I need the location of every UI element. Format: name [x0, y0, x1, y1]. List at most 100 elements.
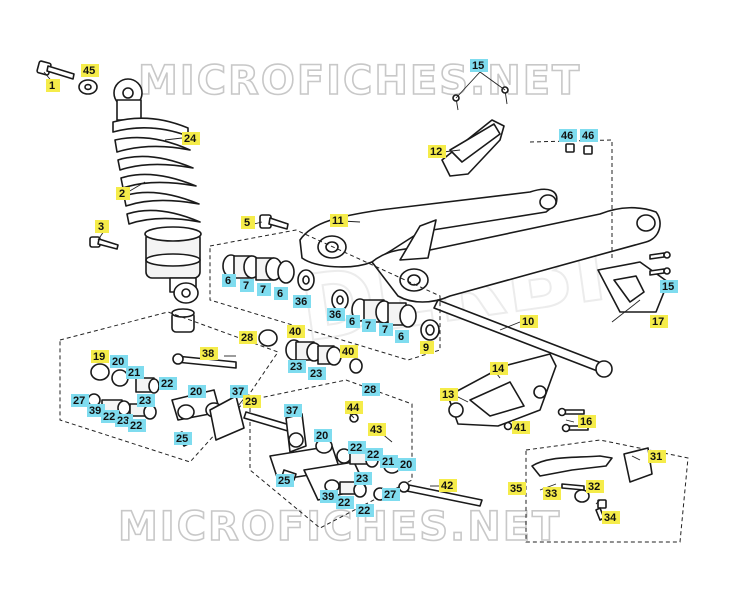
callout-27a: 27	[71, 394, 89, 407]
svg-text:23: 23	[310, 368, 322, 380]
svg-text:34: 34	[604, 512, 617, 524]
callout-22g: 22	[356, 504, 374, 517]
svg-text:22: 22	[103, 411, 115, 423]
callout-25b: 25	[276, 474, 294, 487]
callout-34: 34	[602, 511, 620, 524]
callout-39b: 39	[320, 490, 338, 503]
svg-text:42: 42	[441, 480, 453, 492]
callout-39a: 39	[87, 404, 105, 417]
svg-text:20: 20	[316, 430, 328, 442]
svg-text:28: 28	[241, 332, 253, 344]
callout-13: 13	[440, 388, 458, 401]
bolt-1	[36, 60, 75, 80]
nut-41	[503, 421, 513, 431]
callout-14: 14	[490, 362, 508, 375]
svg-text:6: 6	[398, 331, 404, 343]
callout-38: 38	[200, 347, 218, 360]
callout-29: 29	[243, 395, 261, 408]
svg-text:16: 16	[580, 416, 592, 428]
svg-text:10: 10	[522, 316, 534, 328]
svg-text:21: 21	[382, 456, 394, 468]
callout-11: 11	[330, 214, 348, 227]
svg-text:6: 6	[277, 288, 283, 300]
swingarm	[299, 188, 661, 303]
callout-44: 44	[345, 401, 363, 414]
callout-36b: 36	[327, 308, 345, 321]
washer-45	[78, 79, 98, 95]
svg-text:37: 37	[232, 386, 244, 398]
callout-45: 45	[81, 64, 99, 77]
callout-7d: 7	[379, 323, 393, 336]
callout-15b: 15	[660, 280, 678, 293]
svg-text:6: 6	[225, 275, 231, 287]
svg-text:23: 23	[356, 473, 368, 485]
svg-text:29: 29	[245, 396, 257, 408]
screws-15-right	[649, 251, 671, 276]
callout-2: 2	[116, 187, 130, 200]
callout-23a: 23	[288, 360, 306, 373]
svg-text:2: 2	[119, 188, 125, 200]
callout-24: 24	[182, 132, 200, 145]
callout-20d: 20	[398, 458, 416, 471]
svg-text:20: 20	[190, 386, 202, 398]
callout-37a: 37	[230, 385, 248, 398]
callout-22b: 22	[101, 410, 119, 423]
callout-6b: 6	[274, 287, 288, 300]
callout-40b: 40	[340, 345, 358, 358]
svg-text:22: 22	[130, 420, 142, 432]
bolt-5	[259, 214, 289, 230]
bushings-lower	[331, 289, 440, 341]
callout-22f: 22	[336, 496, 354, 509]
callout-46a: 46	[559, 129, 577, 142]
svg-text:15: 15	[662, 281, 674, 293]
callout-1: 1	[46, 79, 60, 92]
nuts-46	[565, 143, 593, 155]
callout-41: 41	[512, 421, 530, 434]
callout-12: 12	[428, 145, 446, 158]
svg-text:40: 40	[342, 346, 354, 358]
callout-20a: 20	[110, 355, 128, 368]
callout-6a: 6	[222, 274, 236, 287]
svg-text:23: 23	[139, 395, 151, 407]
svg-text:31: 31	[650, 451, 662, 463]
svg-text:46: 46	[561, 130, 573, 142]
callout-42: 42	[439, 479, 457, 492]
svg-text:9: 9	[423, 342, 429, 354]
svg-text:27: 27	[73, 395, 85, 407]
svg-text:6: 6	[349, 316, 355, 328]
callout-20b: 20	[188, 385, 206, 398]
callout-17: 17	[650, 315, 668, 328]
svg-text:14: 14	[492, 363, 505, 375]
lever-13	[447, 353, 557, 427]
svg-text:7: 7	[382, 324, 388, 336]
linkage-bushings	[258, 329, 363, 374]
svg-text:23: 23	[117, 415, 129, 427]
callout-40a: 40	[287, 325, 305, 338]
svg-text:24: 24	[184, 133, 197, 145]
callout-10: 10	[520, 315, 538, 328]
svg-text:39: 39	[89, 405, 101, 417]
callout-35: 35	[508, 482, 526, 495]
bushings-upper	[222, 254, 315, 291]
svg-text:22: 22	[161, 378, 173, 390]
swingarm-axle-10	[433, 299, 613, 378]
callout-9: 9	[420, 341, 434, 354]
svg-text:15: 15	[472, 60, 484, 72]
callout-21b: 21	[380, 455, 398, 468]
callout-31: 31	[648, 450, 666, 463]
svg-text:22: 22	[350, 442, 362, 454]
brake-arm-assembly	[531, 447, 653, 521]
callout-7b: 7	[257, 283, 271, 296]
svg-text:37: 37	[286, 405, 298, 417]
svg-text:17: 17	[652, 316, 664, 328]
svg-text:44: 44	[347, 402, 360, 414]
bolt-3	[89, 236, 119, 250]
svg-text:41: 41	[514, 422, 526, 434]
svg-text:25: 25	[278, 475, 290, 487]
callout-33: 33	[543, 487, 561, 500]
callout-46b: 46	[580, 129, 598, 142]
svg-text:35: 35	[510, 483, 522, 495]
callout-22d: 22	[348, 441, 366, 454]
svg-text:11: 11	[332, 215, 344, 227]
